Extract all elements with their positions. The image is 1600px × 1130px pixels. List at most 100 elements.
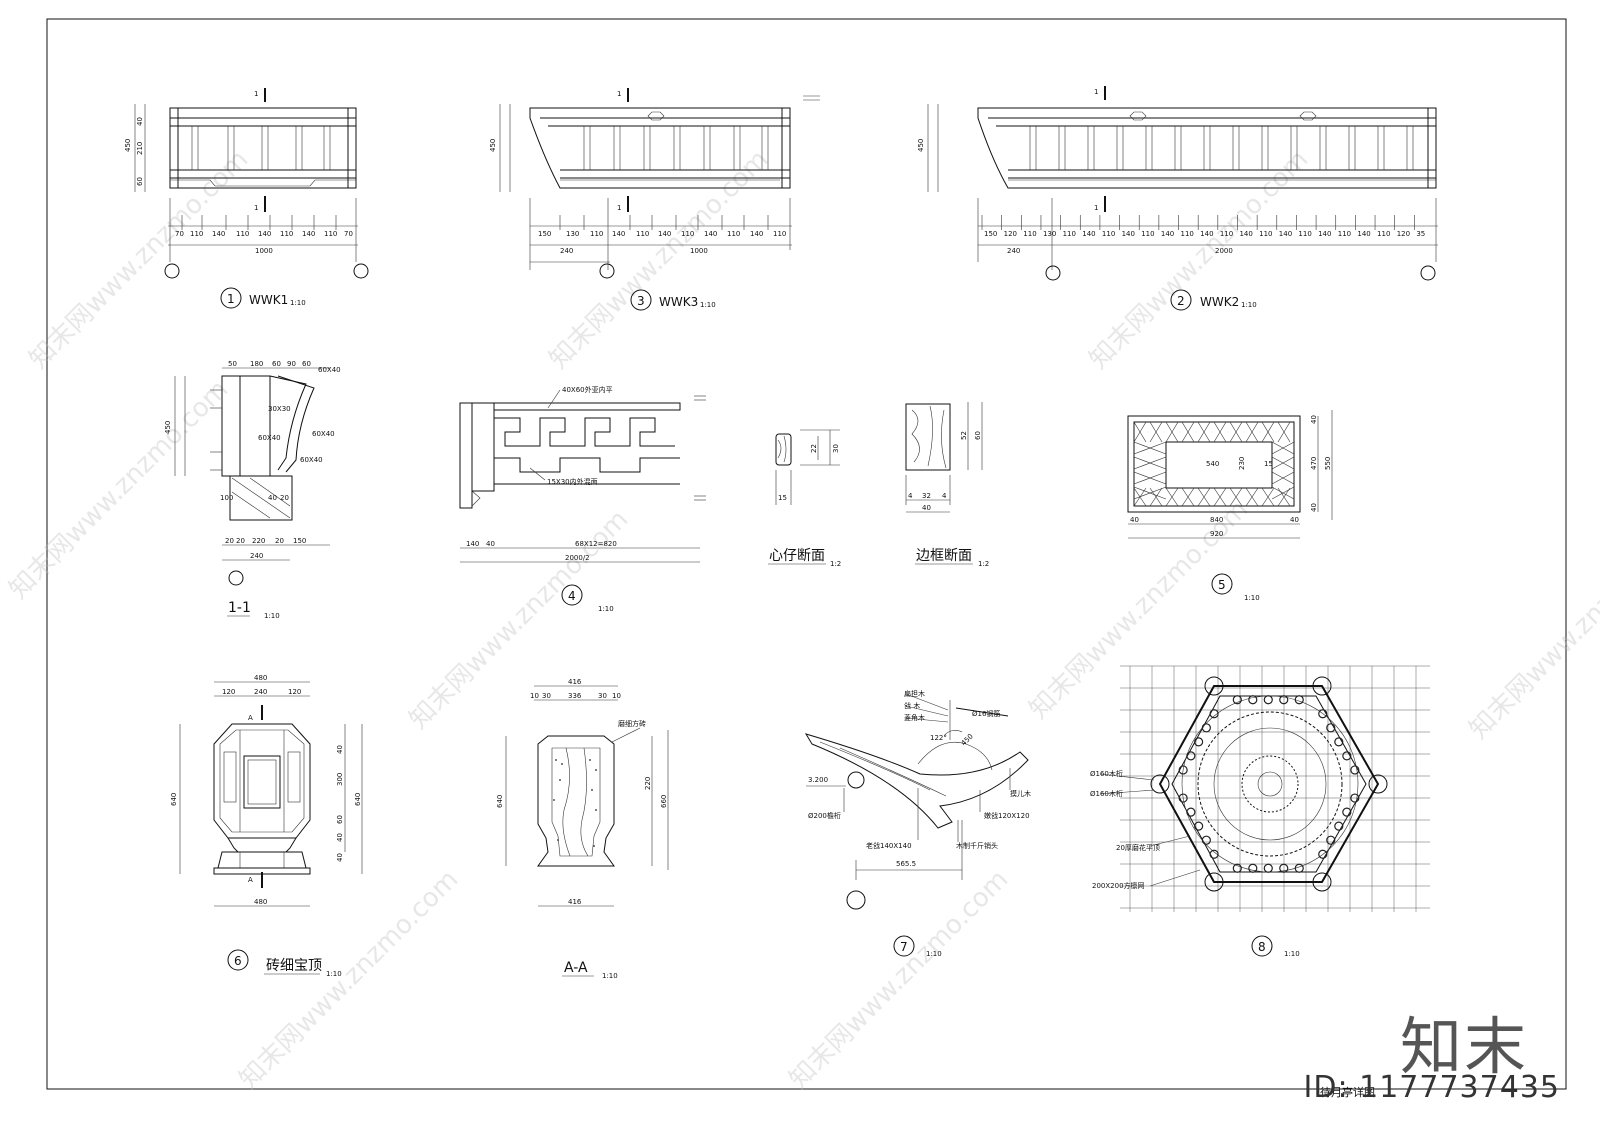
dimension: 110 bbox=[1377, 230, 1390, 238]
detail-number: 4 bbox=[568, 589, 576, 603]
dimension: 540 bbox=[1206, 460, 1219, 468]
dimension: 110 bbox=[1220, 230, 1233, 238]
dimension: 140 bbox=[1239, 230, 1252, 238]
dimension: 110 bbox=[236, 230, 249, 238]
detail-number: 6 bbox=[234, 954, 242, 968]
dimension: 20 bbox=[275, 537, 284, 545]
dimension: 110 bbox=[1063, 230, 1076, 238]
brand-logo: 知末 bbox=[1399, 1010, 1528, 1083]
dimension: 140 bbox=[658, 230, 671, 238]
detail-5-panel: 40 840 40 920 540 230 15 470 550 40 40 5… bbox=[1127, 410, 1333, 602]
dimension: 110 bbox=[324, 230, 337, 238]
dimension: 40 bbox=[336, 853, 344, 862]
note: 60X40 bbox=[318, 366, 341, 374]
section-1-1: 450 50 180 60 90 60 60X40 30X30 60X40 60… bbox=[164, 360, 341, 620]
dimension: 660 bbox=[660, 795, 668, 808]
section-mark: 1 bbox=[1094, 204, 1098, 212]
dimension: 20 bbox=[280, 494, 289, 502]
dimension: 22 bbox=[810, 444, 818, 453]
dimension: 140 bbox=[466, 540, 479, 548]
note: 60X40 bbox=[258, 434, 281, 442]
note: 40X60外亚内平 bbox=[562, 385, 613, 394]
detail-scale: 1:2 bbox=[978, 560, 989, 568]
dimension: 140 bbox=[302, 230, 315, 238]
label: 200X200方檩网 bbox=[1092, 881, 1145, 890]
detail-scale: 1:10 bbox=[926, 950, 942, 958]
note: 30X30 bbox=[268, 405, 291, 413]
dimension: 110 bbox=[1181, 230, 1194, 238]
dimension: 450 bbox=[164, 421, 172, 434]
dimension: 150 bbox=[984, 230, 997, 238]
watermark: 知末网www.znzmo.com bbox=[1024, 494, 1255, 725]
dimension: 140 bbox=[1082, 230, 1095, 238]
dimension: 450 bbox=[124, 139, 132, 152]
detail-number: 5 bbox=[1218, 578, 1226, 592]
dimension: 300 bbox=[336, 773, 344, 786]
dimension: 20 bbox=[236, 537, 245, 545]
dimension: 30 bbox=[598, 692, 607, 700]
dimension: 30 bbox=[832, 444, 840, 453]
detail-wwk3: 1 1 450 150 130 110 140 110 140 110 140 … bbox=[489, 88, 820, 311]
note: 15X30内外混面 bbox=[547, 477, 598, 486]
detail-number-circle bbox=[1211, 573, 1233, 595]
dimension: 140 bbox=[1122, 230, 1135, 238]
section-mark: 1 bbox=[617, 204, 621, 212]
dimension: 40 bbox=[486, 540, 495, 548]
section-mark: A bbox=[248, 714, 253, 722]
label: 木制千斤销头 bbox=[956, 841, 998, 850]
detail-title: A-A bbox=[564, 960, 588, 976]
dimension: 110 bbox=[1023, 230, 1036, 238]
dimension: 120 bbox=[288, 688, 301, 696]
section-mark: 1 bbox=[617, 90, 621, 98]
detail-scale: 1:10 bbox=[290, 299, 306, 307]
dimension: 480 bbox=[254, 674, 267, 682]
dimension: 450 bbox=[489, 139, 497, 152]
detail-title: 边框断面 bbox=[916, 548, 972, 564]
document-id: ID: 1177737435 bbox=[1303, 1070, 1560, 1105]
dimension: 1000 bbox=[255, 247, 273, 255]
dimension: 50 bbox=[228, 360, 237, 368]
detail-title: 1-1 bbox=[228, 600, 251, 616]
sheet-title: 待月亭详图 bbox=[1320, 1086, 1375, 1099]
dimension: 15 bbox=[1264, 460, 1273, 468]
section-mark: A bbox=[248, 876, 253, 884]
dimension: 10 bbox=[612, 692, 621, 700]
detail-number-circle bbox=[1170, 289, 1192, 311]
dimension: 60 bbox=[336, 815, 344, 824]
detail-scale: 1:10 bbox=[264, 612, 280, 620]
watermark-layer: 知末网www.znzmo.com 知末网www.znzmo.com 知末网www… bbox=[4, 144, 1600, 1095]
detail-number-circle bbox=[220, 287, 242, 309]
dimension: 110 bbox=[280, 230, 293, 238]
dimension: 40 bbox=[336, 745, 344, 754]
section-mark: 1 bbox=[254, 204, 258, 212]
dimension: 140 bbox=[1318, 230, 1331, 238]
dimension: 110 bbox=[681, 230, 694, 238]
dimension: 220 bbox=[252, 537, 265, 545]
dimension: 230 bbox=[1238, 457, 1246, 470]
dimension: 120 bbox=[1004, 230, 1017, 238]
detail-title: 心仔断面 bbox=[769, 548, 825, 564]
dimension: 150 bbox=[538, 230, 551, 238]
label: 菱角木 bbox=[904, 713, 925, 722]
dimension: 68X12=820 bbox=[575, 540, 617, 548]
dimension: 110 bbox=[1102, 230, 1115, 238]
dimension: 336 bbox=[568, 692, 582, 700]
dimension: 450 bbox=[960, 732, 975, 747]
dimension: 20 bbox=[225, 537, 234, 545]
watermark: 知末网www.znzmo.com bbox=[4, 374, 235, 605]
dimension: 110 bbox=[1141, 230, 1154, 238]
detail-title: WWK3 bbox=[659, 295, 698, 309]
dimension: 220 bbox=[644, 777, 652, 790]
detail-number: 7 bbox=[900, 940, 908, 954]
label: 122° bbox=[930, 734, 947, 742]
dimension: 480 bbox=[254, 898, 267, 906]
watermark: 知末网www.znzmo.com bbox=[404, 504, 635, 735]
dimension: 130 bbox=[566, 230, 579, 238]
dimension: 130 bbox=[1043, 230, 1056, 238]
watermark: 知末网www.znzmo.com bbox=[784, 864, 1015, 1095]
dimension: 640 bbox=[170, 793, 178, 806]
dimension: 110 bbox=[590, 230, 603, 238]
watermark: 知末网www.znzmo.com bbox=[1464, 514, 1600, 745]
detail-6-finial: 480 120 240 120 A A 640 300 640 40 60 40… bbox=[170, 674, 363, 978]
dimension: 416 bbox=[568, 898, 582, 906]
